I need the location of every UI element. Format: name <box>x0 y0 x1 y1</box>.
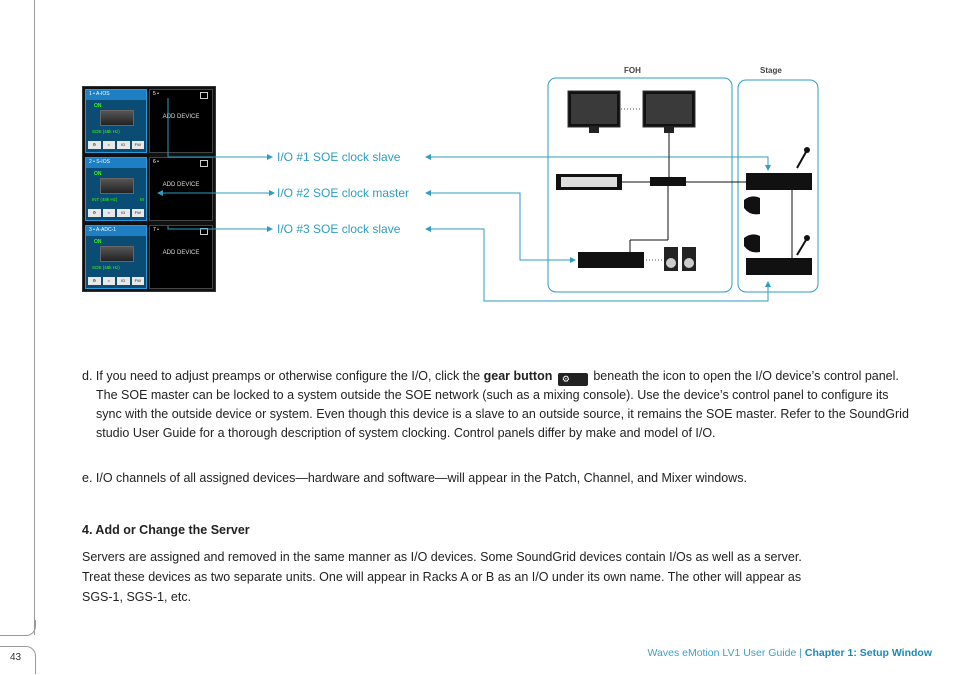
foh-label: FOH <box>624 66 641 75</box>
device-clock: SOE (48k Hz) <box>92 265 120 270</box>
microphone-icon <box>796 151 807 169</box>
stage-rack-icon <box>746 173 812 190</box>
io-rack-icon <box>578 252 644 268</box>
fw-button[interactable]: FW <box>131 141 144 149</box>
servers-line-2: Treat these devices as two separate unit… <box>82 570 802 584</box>
id-button[interactable]: ID <box>117 209 130 217</box>
gear-icon: ⚙ <box>557 373 588 386</box>
device-slot-5[interactable]: 5 • ADD DEVICE <box>149 89 213 153</box>
slot-number: 6 • <box>153 159 159 165</box>
add-device-label: ADD DEVICE <box>162 250 200 256</box>
slot-number: 5 • <box>153 91 159 97</box>
page-number: 43 <box>10 652 22 663</box>
margin-rule <box>34 0 35 635</box>
dropdown-icon[interactable] <box>200 160 208 167</box>
device-status: ON <box>94 239 102 245</box>
connector-io1-panel <box>167 98 273 160</box>
footer-guide: Waves eMotion LV1 User Guide <box>647 647 797 659</box>
microphone-icon <box>796 239 807 256</box>
device-status: ON <box>94 171 102 177</box>
device-rack-panel: 1 • A-IOS ON SOE (48k Hz) ⚙ < ID FW 5 • … <box>82 86 216 292</box>
section-heading: 4. Add or Change the Server <box>82 523 250 537</box>
device-clock: INT (48k Hz) <box>92 197 118 202</box>
fw-button[interactable]: FW <box>131 209 144 217</box>
add-device-label: ADD DEVICE <box>162 182 200 188</box>
slot-number: 7 • <box>153 227 159 233</box>
add-device-label: ADD DEVICE <box>162 114 200 120</box>
foh-frame <box>547 77 733 293</box>
fw-button[interactable]: FW <box>131 277 144 285</box>
master-indicator: M <box>140 197 144 202</box>
paragraph-e: e. I/O channels of all assigned devices—… <box>82 471 747 485</box>
footer: Waves eMotion LV1 User Guide | Chapter 1… <box>648 647 932 659</box>
device-image <box>100 246 134 262</box>
device-image <box>100 178 134 194</box>
device-slot-2[interactable]: 2 • S-IOS ON INT (48k Hz) M ⚙ < ID FW <box>85 157 147 221</box>
stage-rack-icon <box>746 258 812 275</box>
gear-icon[interactable]: ⚙ <box>88 141 101 149</box>
connector-io3-panel <box>167 226 273 232</box>
dropdown-icon[interactable] <box>200 92 208 99</box>
io1-label: I/O #1 SOE clock slave <box>277 150 401 164</box>
footer-separator: | <box>799 647 802 659</box>
device-slot-name: 1 • A-IOS <box>89 91 110 97</box>
io2-label: I/O #2 SOE clock master <box>277 186 410 200</box>
io3-label: I/O #3 SOE clock slave <box>277 222 401 236</box>
device-status: ON <box>94 103 102 109</box>
share-icon[interactable]: < <box>102 277 115 285</box>
paragraph-d: d. If you need to adjust preamps or othe… <box>82 369 909 440</box>
servers-line-3: SGS-1, SGS-1, etc. <box>82 590 192 604</box>
device-slot-name: 2 • S-IOS <box>89 159 110 165</box>
stage-frame <box>737 79 819 293</box>
footer-chapter: Chapter 1: Setup Window <box>804 647 932 659</box>
servers-line-1: Servers are assigned and removed in the … <box>82 550 802 564</box>
connector-io3-stage <box>430 228 771 302</box>
margin-rule-curve <box>0 620 36 636</box>
device-image <box>100 110 134 126</box>
connector-io2-foh <box>430 192 576 263</box>
switch-icon <box>650 177 686 186</box>
id-button[interactable]: ID <box>117 141 130 149</box>
gear-button-term: gear button <box>483 369 553 383</box>
gear-icon[interactable]: ⚙ <box>88 277 101 285</box>
device-slot-name: 3 • A-ADC-1 <box>89 227 117 233</box>
network-diagram <box>157 77 819 302</box>
device-slot-7[interactable]: 7 • ADD DEVICE <box>149 225 213 289</box>
wedge-monitor-icon <box>744 234 760 253</box>
device-slot-1[interactable]: 1 • A-IOS ON SOE (48k Hz) ⚙ < ID FW <box>85 89 147 153</box>
device-slot-3[interactable]: 3 • A-ADC-1 ON SOE (48k Hz) ⚙ < ID FW <box>85 225 147 289</box>
wedge-monitor-icon <box>744 196 760 215</box>
stage-label: Stage <box>760 66 782 75</box>
connector-io1-stage <box>430 156 771 171</box>
device-clock: SOE (48k Hz) <box>92 129 120 134</box>
page-number-frame <box>0 646 36 674</box>
share-icon[interactable]: < <box>102 209 115 217</box>
share-icon[interactable]: < <box>102 141 115 149</box>
id-button[interactable]: ID <box>117 277 130 285</box>
gear-icon[interactable]: ⚙ <box>88 209 101 217</box>
